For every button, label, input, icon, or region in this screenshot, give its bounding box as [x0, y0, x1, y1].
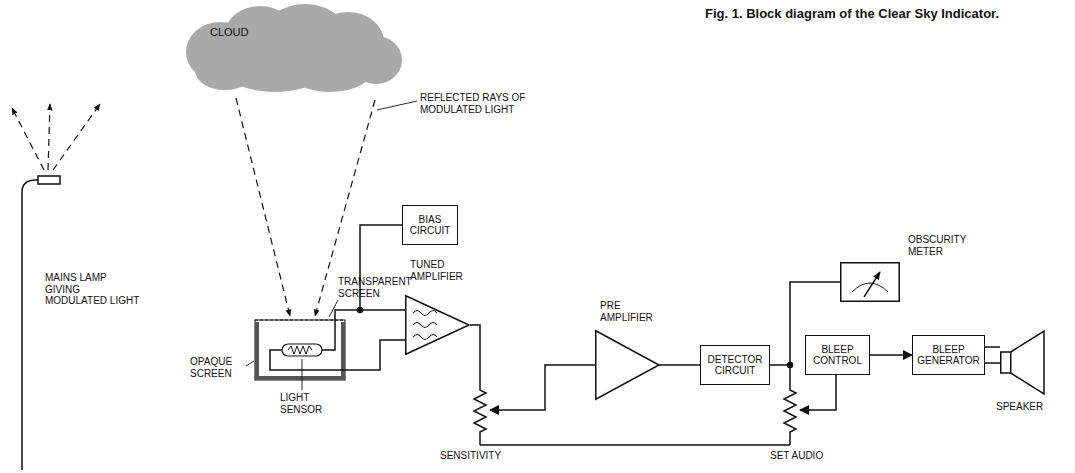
leader-line — [329, 300, 338, 317]
leader-line — [377, 101, 417, 110]
amplifier-outline — [406, 296, 469, 355]
wiper-arrow — [800, 375, 836, 410]
circuit-box: BIAS CIRCUIT — [402, 205, 458, 245]
ground-rail — [480, 444, 790, 446]
part-label: PRE AMPLIFIER — [600, 300, 670, 323]
light-ray — [48, 104, 50, 170]
shape-outline — [180, 2, 405, 94]
leader-line — [246, 361, 254, 366]
light-ray — [236, 98, 290, 316]
signal-wire — [470, 325, 480, 385]
potentiometer-symbol — [474, 385, 486, 445]
cloud-shape: CLOUD — [180, 2, 405, 94]
callout-label: REFLECTED RAYS OF MODULATED LIGHT — [420, 92, 530, 115]
signal-connector — [985, 347, 1000, 363]
leader-line — [302, 359, 303, 390]
drawing-part — [12, 98, 836, 470]
part-label: OBSCURITY METER — [908, 234, 978, 257]
connector-layer — [360, 225, 1000, 365]
wiper-arrow — [490, 365, 595, 410]
potentiometer-symbol — [784, 385, 796, 445]
callout-label: LIGHT SENSOR — [280, 392, 330, 415]
signal-wire — [789, 365, 791, 385]
resistor-symbol — [288, 346, 312, 354]
callout-label: OPAQUE SCREEN — [190, 356, 245, 379]
amplifier-triangle: TUNED AMPLIFIER — [405, 295, 470, 355]
amplifier-outline — [596, 331, 659, 400]
shape-outline — [840, 262, 900, 302]
part-label: TUNED AMPLIFIER — [410, 259, 480, 282]
part-label: SPEAKER — [996, 401, 1056, 413]
speaker-symbol: SPEAKER — [1000, 330, 1045, 395]
shape-outline — [405, 295, 470, 355]
shape-outline — [595, 330, 660, 400]
leader-lines — [246, 101, 417, 390]
speaker-magnet — [1001, 352, 1011, 373]
circuit-box: BLEEP GENERATOR — [912, 335, 985, 375]
filter-symbol — [413, 323, 437, 328]
light-ray — [53, 104, 100, 170]
meter-box: OBSCURITY METER — [840, 262, 900, 302]
light-ray — [12, 108, 44, 170]
part-label: CLOUD — [210, 26, 270, 39]
filter-symbol — [413, 335, 437, 340]
sensor-wire — [270, 340, 405, 370]
circuit-box: DETECTOR CIRCUIT — [700, 345, 770, 385]
meter-case — [841, 263, 900, 302]
lamp-head — [38, 176, 60, 184]
amplifier-triangle: PRE AMPLIFIER — [595, 330, 660, 400]
circuit-box: BLEEP CONTROL — [805, 335, 870, 375]
cloud-puff — [195, 50, 255, 90]
box-label: BLEEP CONTROL — [809, 344, 866, 367]
callout-label: SET AUDIO — [770, 450, 840, 462]
transparent-screen — [255, 320, 345, 321]
shape-outline — [1000, 330, 1045, 395]
callout-label: TRANSPARENT SCREEN — [338, 276, 418, 299]
box-label: BIAS CIRCUIT — [406, 214, 454, 237]
signal-connector — [870, 354, 912, 356]
signal-connector — [659, 364, 700, 366]
figure-title: Fig. 1. Block diagram of the Clear Sky I… — [705, 6, 999, 21]
callout-label: SENSITIVITY — [440, 450, 510, 462]
box-label: DETECTOR CIRCUIT — [704, 354, 766, 377]
callout-label: MAINS LAMP GIVING MODULATED LIGHT — [45, 272, 140, 307]
filter-symbol — [413, 311, 437, 316]
meter-needle — [864, 272, 880, 297]
light-sensor-body — [282, 344, 322, 356]
lamp-post — [22, 180, 40, 470]
speaker-cone — [1011, 331, 1044, 394]
lamp-rays — [12, 104, 100, 170]
sensor-wire — [322, 310, 360, 350]
box-label: BLEEP GENERATOR — [916, 344, 981, 367]
